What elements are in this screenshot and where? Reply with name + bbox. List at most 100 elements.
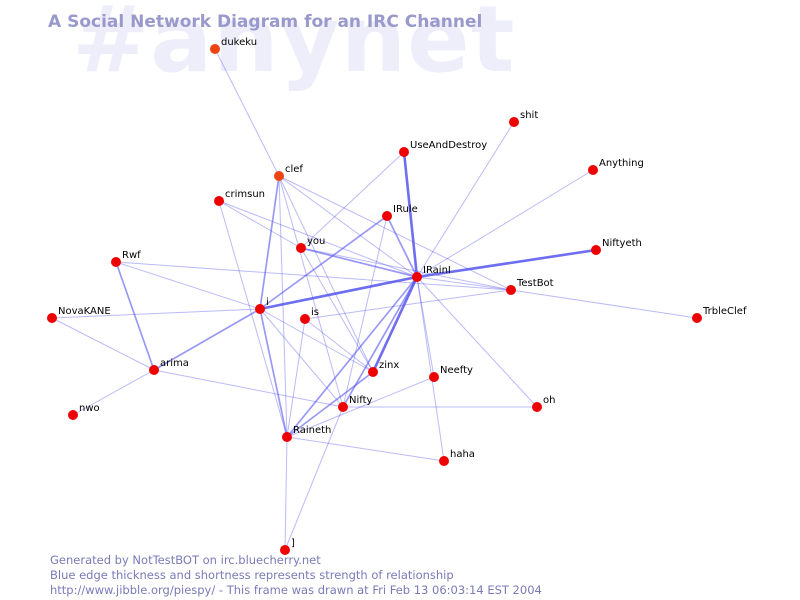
node-dot-shit [509, 117, 519, 127]
node-dot-nwo [68, 410, 78, 420]
edge-UseAndDestroy-IRainI [402, 151, 419, 278]
node-nwo: nwo [68, 403, 100, 420]
node-i: i [255, 297, 269, 314]
node-arima: arima [149, 358, 189, 375]
edge-arima-Nifty [153, 369, 344, 408]
node-Neefty: Neefty [429, 365, 473, 382]
node-Nifty: Nifty [338, 395, 373, 412]
node-zinx: zinx [368, 360, 399, 377]
node-label-Anything: Anything [599, 158, 644, 169]
edge-NovaKANE-arima [51, 317, 155, 371]
edge-Nifty-bracket [284, 406, 344, 551]
node-label-Rwf: Rwf [122, 250, 141, 261]
node-label-is: is [311, 307, 319, 318]
node-label-shit: shit [520, 110, 538, 121]
channel-watermark: #anynet [72, 0, 516, 93]
node-shit: shit [509, 110, 538, 127]
node-dot-Anything [588, 165, 598, 175]
edge-TestBot-IRainI [416, 276, 512, 291]
edge-Niftyeth-IRainI [416, 248, 597, 279]
edge-clef-zinx [278, 175, 374, 373]
node-label-arima: arima [160, 358, 189, 369]
edge-is-zinx [304, 318, 374, 373]
node-dot-haha [439, 456, 449, 466]
footer-url-timestamp: http://www.jibble.org/piespy/ - This fra… [50, 583, 542, 597]
edge-clef-i [259, 175, 280, 310]
node-dot-TrbleClef [692, 313, 702, 323]
edge-dukeku-clef [214, 48, 280, 177]
node-dot-zinx [368, 367, 378, 377]
edge-IRule-IRainI [386, 215, 418, 278]
node-dukeku: dukeku [210, 37, 257, 54]
node-label-nwo: nwo [79, 403, 100, 414]
edge-shit-IRainI [416, 121, 515, 278]
node-dot-i [255, 304, 265, 314]
node-dot-dukeku [210, 44, 220, 54]
node-dot-oh [532, 402, 542, 412]
edge-IRainI-zinx [371, 276, 419, 373]
node-bracket: ] [280, 538, 295, 555]
edge-Rwf-TestBot [115, 261, 512, 291]
node-label-Nifty: Nifty [349, 395, 373, 406]
edge-zinx-Raineth [286, 371, 374, 438]
node-label-Raineth: Raineth [293, 425, 331, 436]
node-dot-clef [274, 171, 284, 181]
node-dot-UseAndDestroy [399, 147, 409, 157]
edge-crimsun-Raineth [218, 200, 288, 438]
node-crimsun: crimsun [214, 189, 265, 206]
node-label-bracket: ] [291, 538, 295, 549]
edge-layer [51, 48, 698, 551]
edge-Rwf-i [115, 261, 261, 310]
node-dot-IRule [382, 211, 392, 221]
edge-crimsun-you [218, 200, 302, 249]
node-Raineth: Raineth [282, 425, 331, 442]
node-Niftyeth: Niftyeth [591, 238, 642, 255]
node-label-oh: oh [543, 395, 555, 406]
node-label-clef: clef [285, 164, 303, 175]
footer-generated-by: Generated by NotTestBOT on irc.bluecherr… [50, 553, 321, 567]
node-label-UseAndDestroy: UseAndDestroy [410, 140, 487, 151]
edge-clef-Raineth [278, 175, 288, 438]
edge-Rwf-arima [115, 261, 155, 371]
edge-clef-Nifty [278, 175, 344, 408]
edge-crimsun-IRainI [218, 200, 418, 278]
node-label-haha: haha [450, 449, 475, 460]
node-dot-TestBot [506, 285, 516, 295]
edge-IRainI-Raineth [286, 276, 418, 438]
node-dot-Raineth [282, 432, 292, 442]
node-haha: haha [439, 449, 475, 466]
edge-Neefty-Raineth [286, 376, 435, 438]
node-dot-Neefty [429, 372, 439, 382]
edge-IRainI-Neefty [416, 276, 435, 378]
node-TrbleClef: TrbleClef [692, 306, 747, 323]
edge-i-arima [153, 308, 261, 371]
node-dot-is [300, 314, 310, 324]
node-label-NovaKANE: NovaKANE [58, 306, 111, 317]
diagram-title: A Social Network Diagram for an IRC Chan… [48, 12, 483, 32]
edge-i-Raineth [259, 308, 288, 438]
edge-i-zinx [259, 308, 374, 373]
edge-Anything-IRainI [416, 169, 594, 278]
edge-clef-IRainI [278, 175, 418, 278]
node-UseAndDestroy: UseAndDestroy [399, 140, 487, 157]
node-dot-Rwf [111, 257, 121, 267]
node-IRainI: IRainI [412, 265, 451, 282]
node-dot-you [296, 243, 306, 253]
edge-you-IRainI [300, 247, 418, 278]
node-label-Niftyeth: Niftyeth [602, 238, 642, 249]
node-label-TrbleClef: TrbleClef [702, 306, 747, 317]
node-label-you: you [307, 236, 325, 247]
node-dot-IRainI [412, 272, 422, 282]
node-dot-arima [149, 365, 159, 375]
node-label-IRule: IRule [393, 204, 418, 215]
edge-IRainI-oh [416, 276, 538, 408]
edge-is-Raineth [286, 318, 306, 438]
edge-TestBot-is [304, 289, 512, 320]
node-label-Neefty: Neefty [440, 365, 473, 376]
node-dot-Nifty [338, 402, 348, 412]
edge-i-IRainI [259, 275, 418, 311]
edge-Raineth-haha [286, 436, 445, 462]
node-dot-Niftyeth [591, 245, 601, 255]
